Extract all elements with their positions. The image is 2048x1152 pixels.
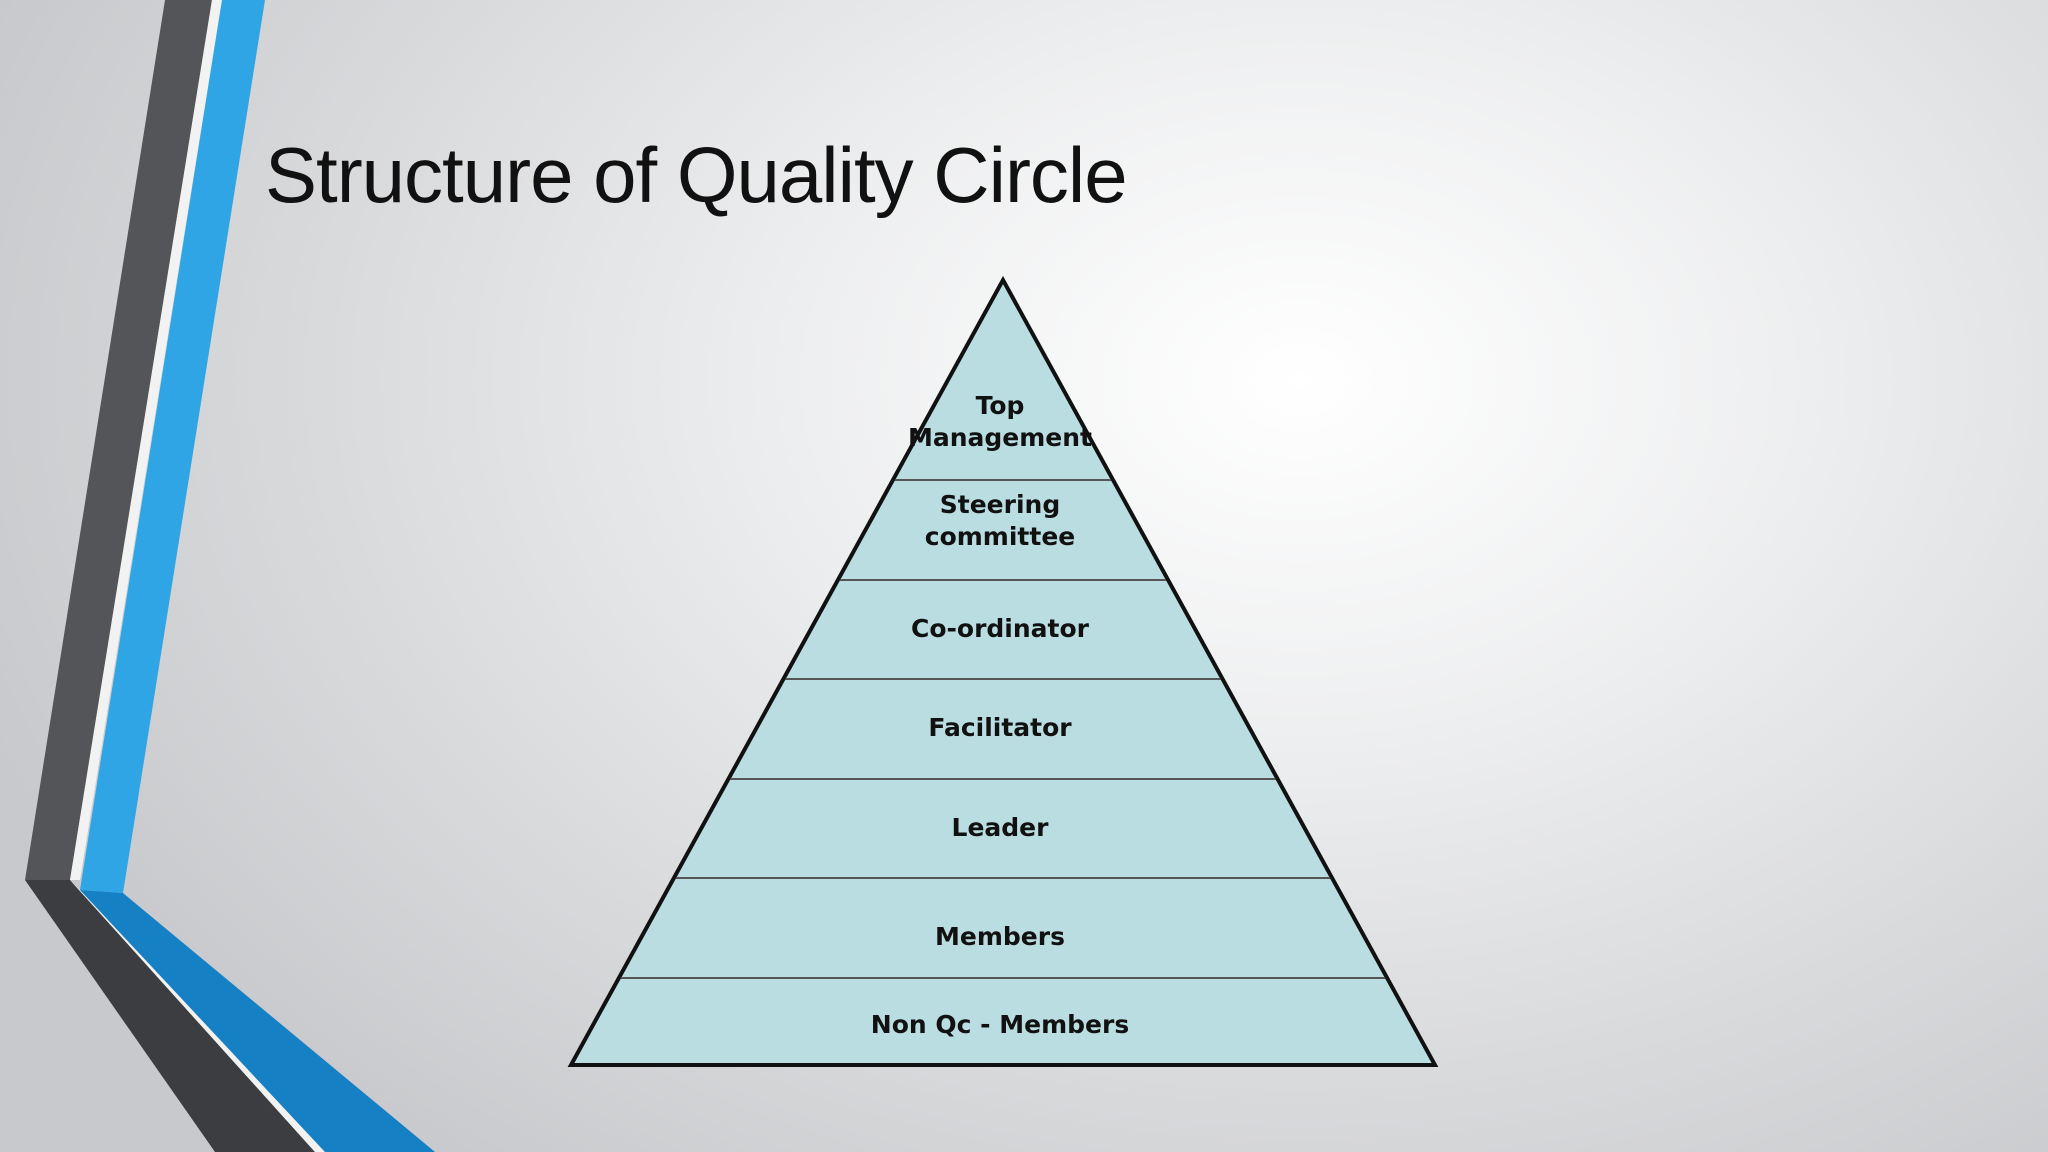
- pyramid-level-label: Management: [908, 423, 1092, 452]
- dark-stripe-upper: [25, 0, 212, 880]
- pyramid-dividers: [620, 479, 1386, 979]
- pyramid-level-label: Top: [976, 391, 1025, 420]
- dark-stripe-lower: [25, 880, 315, 1152]
- light-gap-lower: [70, 880, 325, 1152]
- pyramid-level-label: committee: [925, 522, 1075, 551]
- light-gap-upper: [70, 0, 222, 880]
- pyramid-level-label: Steering: [940, 490, 1060, 519]
- pyramid-level-label: Leader: [952, 813, 1050, 842]
- pyramid-level-label: Co-ordinator: [911, 614, 1090, 643]
- blue-stripe-lower: [80, 890, 435, 1152]
- pyramid-level-label: Non Qc - Members: [871, 1010, 1129, 1039]
- pyramid-body: [567, 275, 1439, 1067]
- slide-title: Structure of Quality Circle: [265, 131, 1128, 219]
- pyramid-level-label: Facilitator: [928, 713, 1072, 742]
- blue-stripe-upper: [80, 0, 265, 893]
- pyramid-level-label: Members: [935, 922, 1065, 951]
